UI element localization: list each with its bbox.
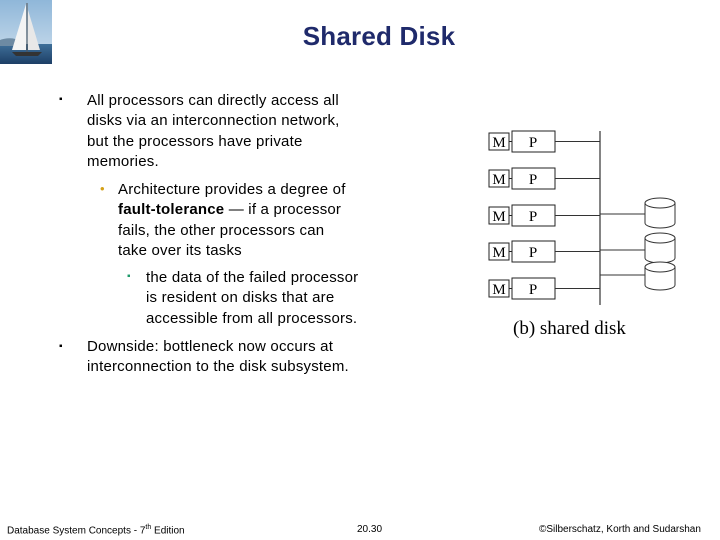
- sub-sub-bullet-marker: ▪: [127, 271, 131, 282]
- sub-sub-bullet-text: the data of the failed processor is resi…: [146, 268, 358, 329]
- sub-bullet-line-4: take over its tasks: [118, 241, 242, 259]
- sub-sub-bullet-line-1: the data of the failed processor: [146, 269, 359, 286]
- footer-book-title: Database System Concepts - 7: [7, 525, 146, 537]
- processor-label: P: [529, 135, 537, 151]
- bullet-2-line-2: interconnection to the disk subsystem.: [87, 358, 349, 376]
- footer-copyright: ©Silberschatz, Korth and Sudarshan: [539, 524, 701, 535]
- sub-bullet-text: Architecture provides a degree of fault-…: [118, 180, 346, 261]
- processor-node: M P: [488, 204, 600, 227]
- memory-label: M: [492, 282, 505, 298]
- sub-bullet-line-1: Architecture provides a degree of: [118, 181, 346, 198]
- memory-label: M: [492, 172, 505, 188]
- processor-node: M P: [488, 277, 600, 300]
- figure-caption: (b) shared disk: [513, 318, 626, 339]
- footer-left: Database System Concepts - 7th Edition: [7, 524, 185, 536]
- disk-icon: [600, 232, 676, 264]
- processor-node: M P: [488, 167, 600, 190]
- processor-label: P: [529, 282, 537, 298]
- processor-label: P: [529, 209, 537, 225]
- sailboat-logo: [0, 0, 52, 64]
- sub-bullet-line-3: fails, the other processors can: [118, 221, 325, 239]
- sub-bullet-marker: •: [100, 181, 105, 196]
- bullet-1-text: All processors can directly access all d…: [87, 91, 340, 172]
- bullet-1-line-4: memories.: [87, 152, 159, 170]
- bullet-marker: ▪: [59, 94, 63, 105]
- bullet-1-line-2: disks via an interconnection network,: [87, 112, 340, 130]
- shared-disk-diagram: M P M P M P M P: [488, 130, 676, 339]
- bullet-1-line-3: but the processors have private: [87, 132, 303, 150]
- disk-icon: [600, 261, 676, 291]
- memory-label: M: [492, 245, 505, 261]
- footer-edition-sup: th: [145, 524, 152, 531]
- processor-label: P: [529, 172, 537, 188]
- footer-edition: Edition: [151, 525, 185, 537]
- processor-label: P: [529, 245, 537, 261]
- memory-label: M: [492, 209, 505, 225]
- processor-node: M P: [488, 130, 600, 153]
- processor-node: M P: [488, 240, 600, 263]
- sub-bullet-line-2: fault-tolerance — if a processor: [118, 200, 346, 220]
- sub-sub-bullet-line-2: is resident on disks that are: [146, 289, 335, 307]
- sub-sub-bullet-line-3: accessible from all processors.: [146, 309, 358, 327]
- sub-bullet-line-2-rest: — if a processor: [224, 201, 342, 219]
- slide-title: Shared Disk: [302, 21, 456, 51]
- bullet-marker: ▪: [59, 341, 63, 352]
- fault-tolerance-term: fault-tolerance: [118, 201, 225, 219]
- bullet-1-line-1: All processors can directly access all: [87, 92, 339, 109]
- bullet-2-text: Downside: bottleneck now occurs at inter…: [87, 337, 349, 378]
- slide-number: 20.30: [357, 524, 383, 535]
- disk-icon: [600, 197, 676, 229]
- bullet-2-line-1: Downside: bottleneck now occurs at: [87, 338, 334, 355]
- memory-label: M: [492, 135, 505, 151]
